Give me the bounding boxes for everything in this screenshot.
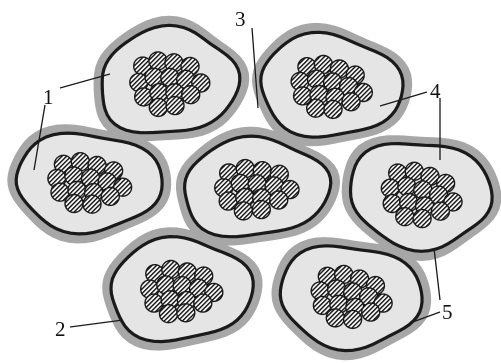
fiber-circle [431, 202, 449, 220]
fiber-circle [194, 294, 212, 312]
fiber-bundle-middle-left [7, 124, 171, 243]
fiber-circle [307, 99, 325, 117]
fiber-circle [413, 210, 431, 228]
fiber-circle [396, 208, 414, 226]
fiber-circle [101, 187, 119, 205]
label-5: 5 [442, 300, 453, 324]
fiber-circle [166, 97, 184, 115]
label-2: 2 [55, 317, 66, 341]
fiber-circle [234, 202, 252, 220]
fiber-bundle-top-left [94, 16, 250, 142]
fiber-bundle-bottom-right [272, 237, 432, 360]
fiber-bundle-top-right [252, 23, 412, 146]
fiber-circle [324, 100, 342, 118]
fiber-circle [177, 304, 195, 322]
fiber-circle [362, 303, 380, 321]
fiber-circle [344, 310, 362, 328]
fiber-circle [149, 98, 167, 116]
fiber-circle [252, 201, 270, 219]
fiber-circle [65, 195, 83, 213]
fiber-circle [83, 195, 101, 213]
fiber-circle [149, 52, 167, 70]
fiber-bundle-middle-right [342, 135, 501, 261]
label-4: 4 [430, 79, 441, 103]
fiber-circle [270, 191, 288, 209]
fiber-circle [160, 305, 178, 323]
fiber-bundle-bottom-left [102, 227, 262, 350]
label-3: 3 [235, 7, 246, 31]
fiber-circle [342, 93, 360, 111]
fiber-circle [398, 177, 416, 195]
label-1: 1 [43, 85, 54, 109]
fiber-circle [182, 86, 200, 104]
fiber-circle [326, 309, 344, 327]
